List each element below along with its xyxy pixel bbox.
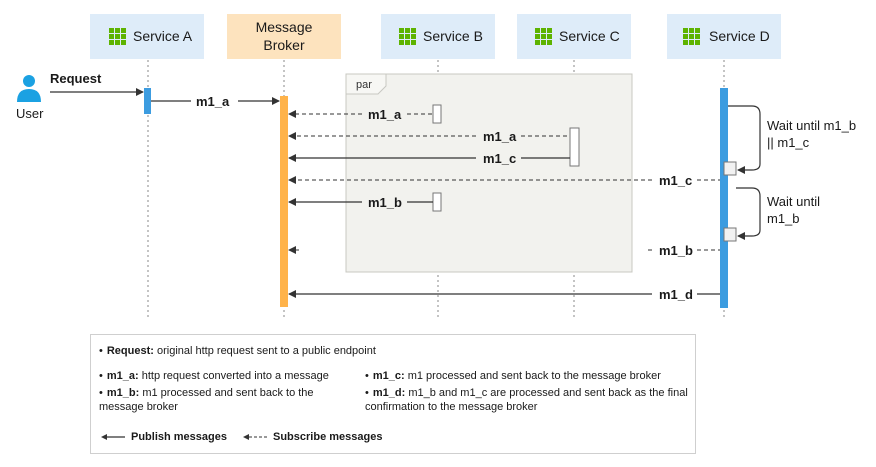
legend-publish-label: Publish messages — [131, 431, 227, 443]
wait2-line2: m1_b — [767, 211, 800, 226]
m1d-publish-label: m1_d — [659, 287, 693, 302]
par-label: par — [356, 79, 372, 91]
legend-m1c-term: m1_c: — [372, 370, 405, 382]
participant-service-a: Service A — [90, 14, 204, 59]
legend-request: •Request: original http request sent to … — [99, 345, 376, 357]
m1c-publish-label: m1_c — [483, 151, 516, 166]
legend-m1d-term: m1_d: — [372, 387, 406, 399]
par-fragment: par — [345, 73, 633, 273]
legend-m1a-term: m1_a: — [106, 370, 139, 382]
service-b-label: Service B — [423, 28, 483, 44]
broker-label-line1: Message — [256, 19, 313, 35]
service-grid-icon — [683, 28, 700, 45]
m1a-publish-label: m1_a — [196, 94, 230, 109]
service-grid-icon — [399, 28, 416, 45]
service-a-label: Service A — [133, 28, 193, 44]
legend-box: •Request: original http request sent to … — [90, 334, 696, 454]
legend-m1b-term: m1_b: — [106, 387, 140, 399]
service-c-label: Service C — [559, 28, 620, 44]
legend-request-term: Request: — [106, 345, 154, 357]
m1a-subscribe-b-label: m1_a — [368, 107, 402, 122]
participant-service-b: Service B — [381, 14, 495, 59]
wait-loop-2 — [736, 187, 761, 240]
m1b-publish-label: m1_b — [368, 195, 402, 210]
wait1-line2: || m1_c — [767, 135, 810, 150]
legend-subscribe-label: Subscribe messages — [273, 431, 383, 443]
legend-m1d-desc: m1_b and m1_c are processed and sent bac… — [365, 387, 688, 413]
legend-m1d: •m1_d: m1_b and m1_c are processed and s… — [365, 387, 688, 413]
activation-broker — [280, 96, 288, 307]
participant-message-broker: Message Broker — [227, 14, 341, 59]
legend-m1b-desc: m1 processed and sent back to the messag… — [99, 387, 314, 413]
broker-label-line2: Broker — [263, 37, 305, 53]
activation-service-d-wait-1 — [723, 161, 737, 176]
wait-loop-1 — [728, 105, 761, 174]
legend-publish: Publish messages — [101, 431, 227, 443]
legend-subscribe: Subscribe messages — [243, 431, 382, 443]
m1b-subscribe-d-label: m1_b — [659, 243, 693, 258]
service-grid-icon — [109, 28, 126, 45]
m1c-subscribe-d-label: m1_c — [659, 173, 692, 188]
request-label: Request — [50, 71, 102, 86]
activation-service-d — [720, 88, 728, 308]
service-d-label: Service D — [709, 28, 770, 44]
user-label: User — [16, 106, 44, 121]
legend-m1b: •m1_b: m1 processed and sent back to the… — [99, 387, 314, 413]
participant-service-c: Service C — [517, 14, 631, 59]
legend-m1c: •m1_c: m1 processed and sent back to the… — [365, 370, 661, 382]
activation-service-d-wait-2 — [723, 227, 737, 242]
activation-service-a — [144, 88, 151, 114]
user-icon — [17, 75, 41, 102]
dashed-arrow-icon — [243, 434, 267, 440]
m1a-subscribe-c-label: m1_a — [483, 129, 517, 144]
wait1-line1: Wait until m1_b — [767, 118, 856, 133]
legend-m1a-desc: http request converted into a message — [138, 370, 329, 382]
service-grid-icon — [535, 28, 552, 45]
legend-m1a: •m1_a: http request converted into a mes… — [99, 370, 329, 382]
solid-arrow-icon — [101, 434, 125, 440]
wait2-line1: Wait until — [767, 194, 820, 209]
legend-m1c-desc: m1 processed and sent back to the messag… — [404, 370, 661, 382]
participant-service-d: Service D — [667, 14, 781, 59]
activation-service-b-1 — [432, 104, 442, 124]
activation-service-b-2 — [432, 192, 442, 212]
legend-request-desc: original http request sent to a public e… — [153, 345, 376, 357]
activation-service-c — [569, 127, 580, 167]
